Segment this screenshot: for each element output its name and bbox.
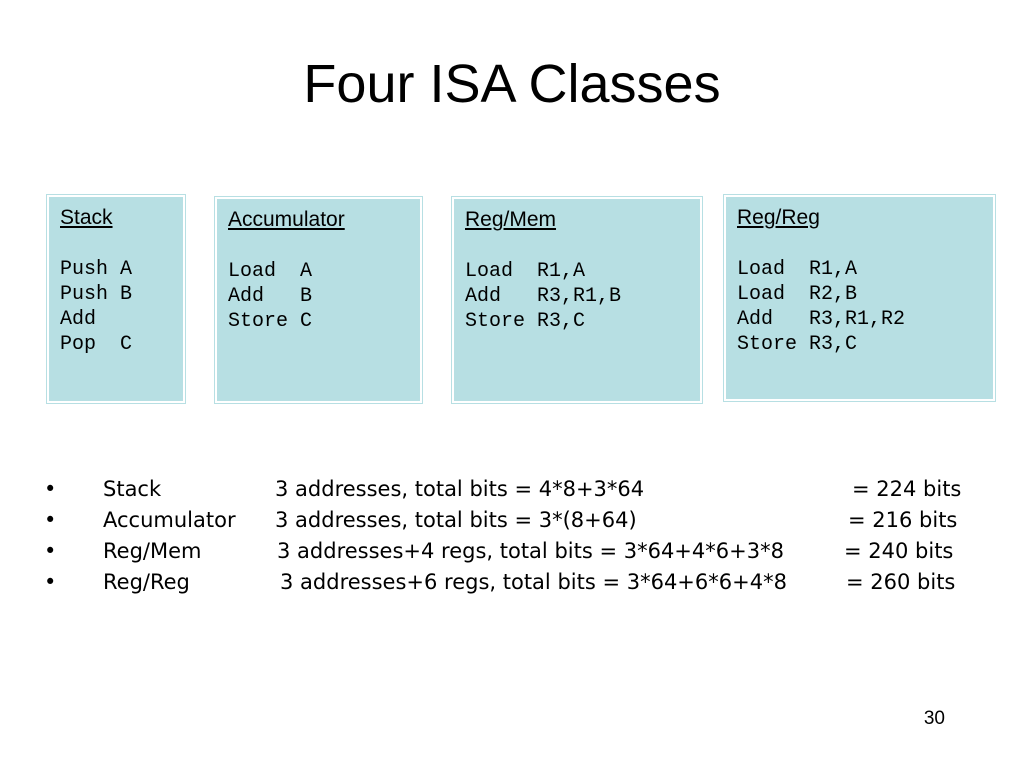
bullet-description: 3 addresses, total bits = 4*8+3*64 [275, 477, 645, 501]
accumulator-box-title: Accumulator [228, 208, 345, 231]
stack-box: Stack Push A Push B Add Pop C [46, 194, 186, 404]
reg-mem-box-title: Reg/Mem [465, 208, 557, 231]
reg-reg-box: Reg/Reg Load R1,A Load R2,B Add R3,R1,R2… [723, 194, 996, 402]
bullet-marker: • [44, 508, 57, 532]
bullet-marker: • [44, 570, 57, 594]
bullet-description: 3 addresses, total bits = 3*(8+64) [275, 508, 637, 532]
slide-number: 30 [923, 708, 945, 729]
bullet-reg-reg: • Reg/Reg 3 addresses+6 regs, total bits… [44, 570, 1004, 601]
accumulator-box-code: Load A Add B Store C [228, 260, 313, 333]
slide-title: Four ISA Classes [303, 54, 721, 114]
stack-box-code: Push A Push B Add Pop C [60, 258, 133, 356]
bullet-result: = 216 bits [848, 508, 958, 532]
bullet-marker: • [44, 539, 57, 563]
reg-mem-box-code: Load R1,A Add R3,R1,B Store R3,C [465, 260, 622, 333]
reg-reg-box-title: Reg/Reg [737, 206, 820, 229]
bullet-description: 3 addresses+6 regs, total bits = 3*64+6*… [280, 570, 787, 594]
reg-reg-box-code: Load R1,A Load R2,B Add R3,R1,R2 Store R… [737, 258, 906, 356]
bullet-list: • Stack 3 addresses, total bits = 4*8+3*… [44, 477, 1004, 601]
bullet-description: 3 addresses+4 regs, total bits = 3*64+4*… [277, 539, 784, 563]
bullet-name: Reg/Reg [103, 570, 190, 594]
accumulator-box: Accumulator Load A Add B Store C [214, 196, 423, 404]
reg-mem-box: Reg/Mem Load R1,A Add R3,R1,B Store R3,C [451, 196, 703, 404]
bullet-stack: • Stack 3 addresses, total bits = 4*8+3*… [44, 477, 1004, 508]
bullet-name: Reg/Mem [103, 539, 202, 563]
bullet-accumulator: • Accumulator 3 addresses, total bits = … [44, 508, 1004, 539]
bullet-reg-mem: • Reg/Mem 3 addresses+4 regs, total bits… [44, 539, 1004, 570]
bullet-name: Stack [103, 477, 162, 501]
bullet-marker: • [44, 477, 57, 501]
bullet-result: = 240 bits [844, 539, 954, 563]
stack-box-title: Stack [60, 206, 113, 229]
bullet-name: Accumulator [103, 508, 236, 532]
bullet-result: = 224 bits [852, 477, 962, 501]
bullet-result: = 260 bits [846, 570, 956, 594]
